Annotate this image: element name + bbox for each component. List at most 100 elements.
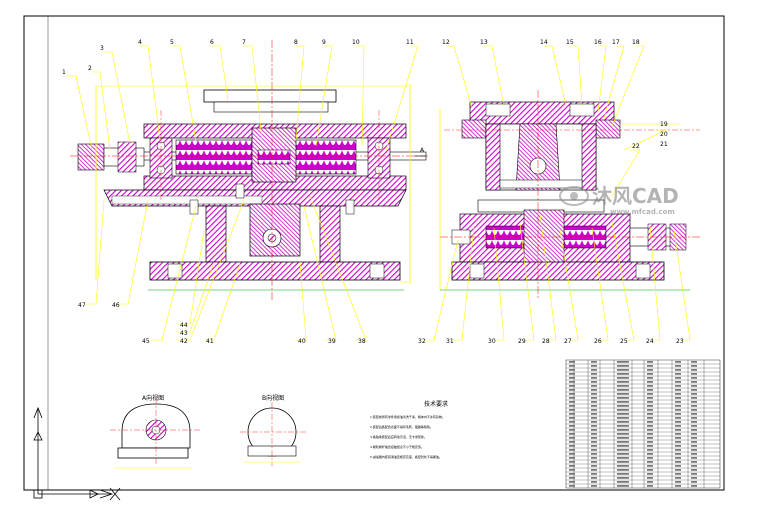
bom-cell-text-mark (691, 365, 697, 367)
bom-cell-text-mark (675, 457, 681, 459)
bom-cell-text-mark (617, 469, 629, 471)
bom-cell-text-mark (647, 397, 653, 399)
part-label-15: 15 (566, 39, 574, 46)
part-label-30: 30 (488, 338, 496, 345)
bom-cell-text-mark (569, 373, 575, 375)
bom-cell-text-mark (647, 449, 653, 451)
part-label-14: 14 (540, 39, 548, 46)
bom-cell-text-mark (617, 441, 629, 443)
bom-cell-text-mark (647, 457, 653, 459)
bom-cell-text-mark (691, 465, 697, 467)
bom-cell-text-mark (569, 449, 575, 451)
mfcad-logo-icon (559, 186, 589, 206)
bom-cell-text-mark (647, 401, 653, 403)
bom-cell-text-mark (617, 453, 629, 455)
bom-cell-text-mark (591, 417, 597, 419)
bom-cell-text-mark (675, 389, 681, 391)
bom-cell-text-mark (591, 369, 597, 371)
bom-cell-text-mark (617, 381, 629, 383)
part-label-28: 28 (542, 338, 550, 345)
part-label-39: 39 (328, 338, 336, 345)
part-label-3: 3 (100, 45, 104, 52)
bom-cell-text-mark (591, 397, 597, 399)
bom-cell-text-mark (675, 393, 681, 395)
part-label-12: 12 (442, 39, 450, 46)
bom-cell-text-mark (591, 485, 597, 487)
ucs-icon (33, 406, 121, 501)
bom-cell-text-mark (617, 445, 629, 447)
part-label-31: 31 (446, 338, 454, 345)
bom-cell-text-mark (691, 425, 697, 427)
part-label-8: 8 (294, 39, 298, 46)
bom-cell-text-mark (647, 417, 653, 419)
bom-cell-text-mark (569, 473, 575, 475)
part-label-43: 43 (180, 330, 188, 337)
bom-cell-text-mark (617, 393, 629, 395)
bom-cell-text-mark (591, 405, 597, 407)
bom-cell-text-mark (675, 437, 681, 439)
part-label-27: 27 (564, 338, 572, 345)
part-label-26: 26 (594, 338, 602, 345)
bom-cell-text-mark (569, 465, 575, 467)
part-label-1: 1 (62, 69, 66, 76)
bom-cell-text-mark (647, 441, 653, 443)
bom-cell-text-mark (647, 461, 653, 463)
bom-cell-text-mark (647, 429, 653, 431)
bom-cell-text-mark (691, 405, 697, 407)
bom-cell-text-mark (569, 441, 575, 443)
bom-cell-text-mark (691, 369, 697, 371)
bom-cell-text-mark (591, 437, 597, 439)
part-label-9: 9 (322, 39, 326, 46)
bom-cell-text-mark (591, 425, 597, 427)
bom-cell-text-mark (617, 437, 629, 439)
part-label-6: 6 (210, 39, 214, 46)
bom-cell-text-mark (569, 421, 575, 423)
bom-cell-text-mark (617, 369, 629, 371)
part-label-23: 23 (676, 338, 684, 345)
watermark: 沐风CAD www.mfcad.com (559, 184, 679, 216)
bom-cell-text-mark (591, 449, 597, 451)
bom-cell-text-mark (617, 361, 629, 363)
bom-cell-text-mark (691, 473, 697, 475)
notes-title: 技术要求 (424, 400, 448, 408)
bom-cell-text-mark (569, 401, 575, 403)
bom-cell-text-mark (569, 453, 575, 455)
leaders-left-bottom (86, 195, 367, 341)
bom-cell-text-mark (569, 361, 575, 363)
bom-cell-text-mark (691, 413, 697, 415)
bom-cell-text-mark (569, 381, 575, 383)
bom-cell-text-mark (569, 389, 575, 391)
part-label-32: 32 (418, 338, 426, 345)
part-label-45: 45 (142, 338, 150, 345)
bom-cell-text-mark (617, 461, 629, 463)
part-label-40: 40 (298, 338, 306, 345)
part-label-4: 4 (138, 39, 142, 46)
bom-cell-text-mark (617, 409, 629, 411)
bom-cell-text-mark (647, 361, 653, 363)
bom-cell-text-mark (617, 397, 629, 399)
bom-cell-text-mark (675, 473, 681, 475)
bom-cell-text-mark (691, 417, 697, 419)
bom-cell-text-mark (569, 393, 575, 395)
bom-cell-text-mark (569, 385, 575, 387)
bom-cell-text-mark (591, 429, 597, 431)
part-label-10: 10 (352, 39, 360, 46)
bom-cell-text-mark (647, 369, 653, 371)
bom-cell-text-mark (617, 401, 629, 403)
bom-cell-text-mark (675, 469, 681, 471)
bom-cell-text-mark (675, 433, 681, 435)
bom-cell-text-mark (691, 401, 697, 403)
bom-cell-text-mark (569, 477, 575, 479)
bom-cell-text-mark (691, 461, 697, 463)
bom-cell-text-mark (617, 365, 629, 367)
bom-cell-text-mark (617, 413, 629, 415)
bom-cell-text-mark (691, 437, 697, 439)
bom-cell-text-mark (647, 389, 653, 391)
watermark-brand: 沐风CAD (592, 184, 679, 208)
part-label-20: 20 (660, 131, 668, 138)
bom-cell-text-mark (569, 417, 575, 419)
bom-cell-text-mark (569, 425, 575, 427)
leaders-right-bottom (424, 213, 691, 341)
note-line-2: 2.装配后各配合表面不得有毛刺、磕碰等缺陷。 (370, 424, 433, 429)
